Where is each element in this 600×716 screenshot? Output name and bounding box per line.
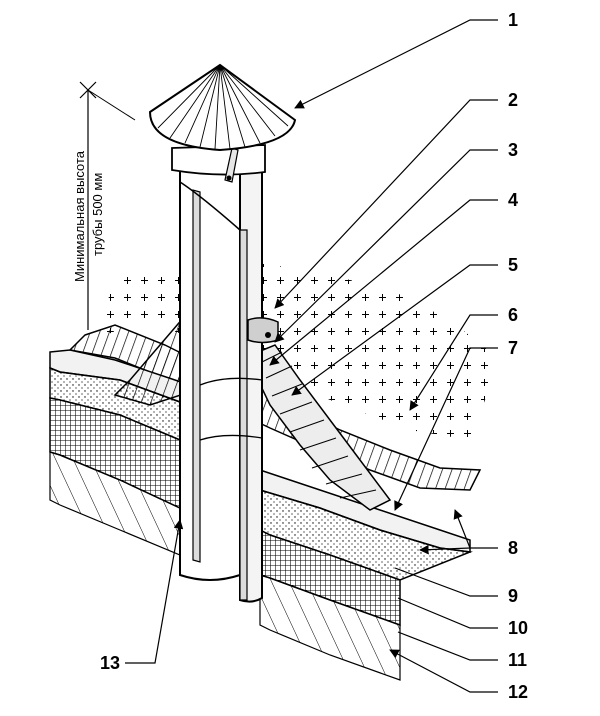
- leader-13: [125, 519, 184, 664]
- callout-number-7: 7: [508, 338, 518, 358]
- callout-number-2: 2: [508, 90, 518, 110]
- callout-number-6: 6: [508, 305, 518, 325]
- leader-10: [397, 597, 498, 629]
- leader-12: [389, 649, 498, 693]
- leader-11: [397, 631, 498, 661]
- callout-number-3: 3: [508, 140, 518, 160]
- dimension-label: Минимальная высота трубы 500 мм: [72, 150, 105, 282]
- pipe-inner-right-wall: [239, 229, 248, 601]
- clamp-ring: [247, 317, 279, 344]
- callout-leaders: [125, 19, 498, 693]
- leader-5: [291, 264, 498, 396]
- leader-4: [269, 199, 498, 366]
- cap-collar: [171, 144, 266, 176]
- callout-number-4: 4: [508, 190, 518, 210]
- leader-9: [394, 567, 498, 597]
- callout-number-5: 5: [508, 255, 518, 275]
- pipe-joint-ring-2: [199, 434, 263, 441]
- leader-6: [409, 314, 498, 411]
- clamp-bolt: [265, 332, 271, 338]
- pipe-outer: [179, 167, 241, 581]
- dimension-label-line1: Минимальная высота: [72, 150, 87, 282]
- flashing-sleeve-right: [257, 344, 392, 511]
- pipe-inner-left-wall: [192, 189, 201, 563]
- callout-number-10: 10: [508, 618, 528, 638]
- cap-rivet: [226, 175, 232, 181]
- leader-8b: [419, 544, 471, 555]
- callout-number-9: 9: [508, 586, 518, 606]
- leader-7: [394, 347, 498, 511]
- cap-ribs: [157, 64, 289, 150]
- callout-number-12: 12: [508, 682, 528, 702]
- dimension-label-line2: трубы 500 мм: [90, 173, 105, 256]
- pipe-cut-edge: [179, 181, 241, 231]
- callout-number-13: 13: [100, 653, 120, 673]
- callout-number-1: 1: [508, 10, 518, 30]
- callout-number-8: 8: [508, 538, 518, 558]
- dimension-extension: [87, 89, 136, 121]
- layer-concrete-right: [259, 574, 401, 681]
- pipe-joint-ring-1: [199, 377, 263, 386]
- callout-number-11: 11: [508, 650, 527, 670]
- leader-1: [294, 19, 498, 109]
- leader-2: [274, 99, 498, 309]
- leader-3: [274, 149, 498, 343]
- conical-cap: [148, 63, 297, 152]
